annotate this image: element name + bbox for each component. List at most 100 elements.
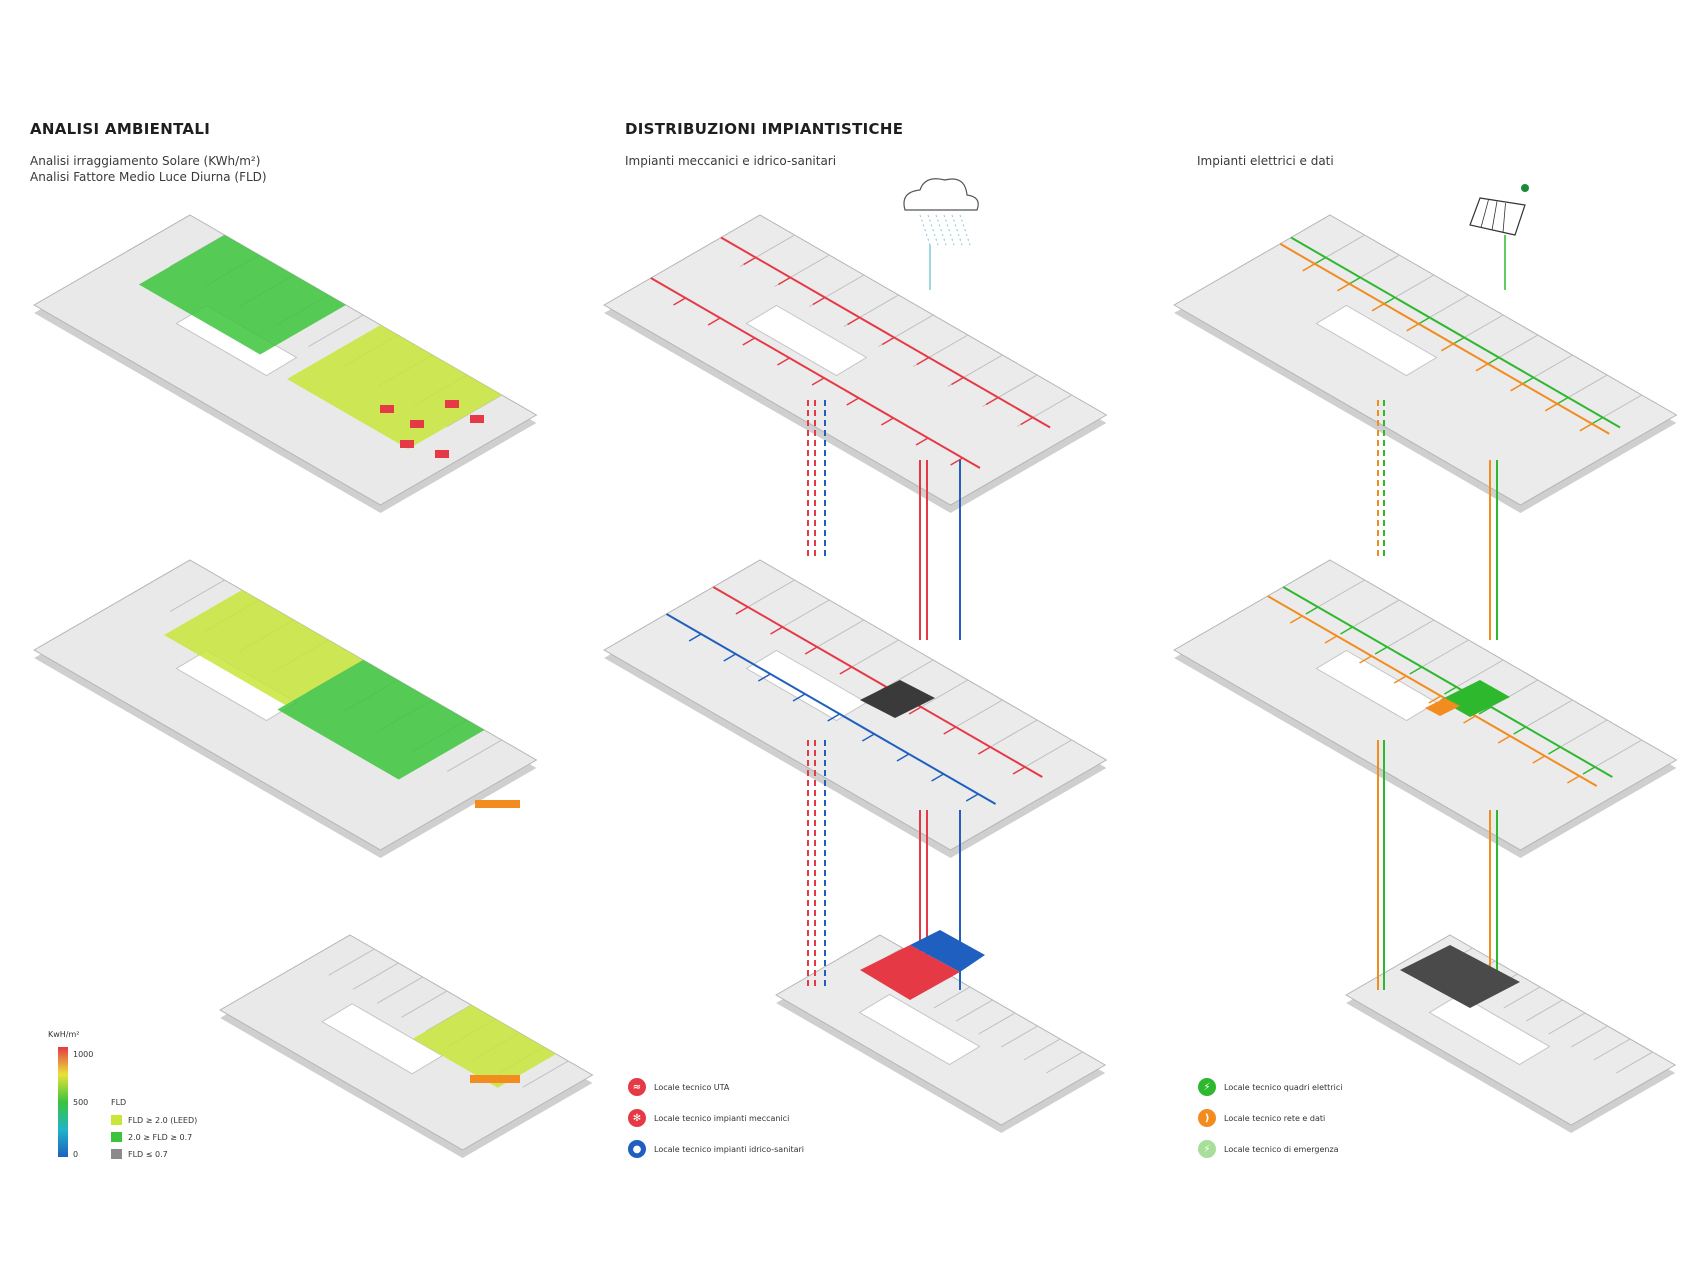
daylight-patch — [286, 325, 502, 449]
rain-drop — [943, 214, 955, 246]
daylight-patch — [412, 1005, 557, 1088]
rain-drop — [935, 214, 947, 246]
env-level-bottom-partition — [328, 948, 375, 976]
elec-level-top — [1173, 214, 1678, 513]
daylight-patch — [164, 590, 364, 705]
fld-label-mid: 2.0 ≥ FLD ≥ 0.7 — [128, 1132, 193, 1142]
duct-red — [712, 586, 1043, 778]
left-subtitle-fld: Analisi Fattore Medio Luce Diurna (FLD) — [30, 170, 267, 184]
env-level-top-partition — [308, 314, 364, 347]
mech-level-bottom-partition — [1000, 1025, 1038, 1048]
env-level-bottom — [219, 934, 594, 1158]
elec-level-bottom — [1345, 934, 1677, 1133]
cable-orange — [1279, 242, 1610, 435]
pipe-blue-branch — [723, 653, 737, 662]
cable-orange-branch — [1532, 755, 1546, 764]
cloud-icon — [903, 178, 979, 211]
mech-level-mid — [603, 559, 1108, 858]
fld-label-high: FLD ≥ 2.0 (LEED) — [128, 1115, 198, 1125]
signal-icon: ) — [1198, 1109, 1216, 1127]
pipe-blue-branch — [896, 753, 910, 762]
mech-level-mid-partition — [774, 599, 830, 632]
center-subtitle: Impianti meccanici e idrico-sanitari — [625, 154, 837, 168]
skylight-red — [445, 400, 459, 408]
cable-orange-branch — [1289, 615, 1303, 624]
env-level-bottom-partition — [377, 976, 423, 1004]
elec-level-bottom-partition — [1593, 1038, 1631, 1061]
tech-room-dark — [860, 680, 935, 718]
cable-green — [1282, 586, 1613, 778]
duct-red-branch — [950, 457, 964, 466]
pipe-blue-branch — [965, 793, 979, 802]
env-level-bottom-partition — [352, 962, 399, 990]
mech-level-mid-partition — [913, 679, 969, 712]
pipe-blue-branch — [931, 773, 944, 782]
duct-red-branch — [846, 397, 860, 406]
legend-emergency: ⚡ Locale tecnico di emergenza — [1198, 1140, 1339, 1158]
elec-level-mid-partition — [1309, 579, 1365, 612]
env-level-mid-partition — [446, 739, 503, 772]
env-level-mid-partition — [169, 579, 225, 612]
duct-red — [650, 277, 981, 469]
elec-level-mid-partition — [1448, 659, 1504, 692]
drop-icon: ● — [628, 1140, 646, 1158]
daylight-patch — [277, 660, 485, 780]
cable-green-branch — [1444, 686, 1457, 695]
cable-green-branch — [1305, 606, 1319, 615]
cable-orange-branch — [1544, 403, 1558, 412]
legend-uta: ≈ Locale tecnico UTA — [628, 1078, 729, 1096]
duct-red-branch — [777, 357, 790, 366]
mech-level-mid-partition — [843, 639, 899, 672]
scale-tick-mid: 500 — [73, 1098, 89, 1107]
duct-red-branch — [1012, 766, 1026, 775]
cable-orange-branch — [1510, 383, 1523, 392]
cable-orange-branch — [1463, 715, 1476, 724]
skylight-red — [400, 440, 414, 448]
env-level-bottom-partition — [522, 1060, 569, 1088]
mech-level-mid-partition — [982, 719, 1038, 752]
facade-strip — [470, 1075, 520, 1083]
duct-red-branch — [977, 746, 991, 755]
elec-level-mid-courtyard — [1315, 649, 1438, 722]
legend-emergency-label: Locale tecnico di emergenza — [1224, 1144, 1339, 1154]
cable-orange-branch — [1371, 303, 1385, 312]
cable-green-branch — [1340, 626, 1353, 635]
elec-level-bottom-partition — [1570, 1025, 1608, 1048]
elec-level-mid-partition — [1586, 739, 1643, 772]
cable-green-branch — [1478, 706, 1492, 715]
duct-red-branch — [951, 376, 964, 386]
duct-red-branch — [735, 606, 749, 615]
mech-level-bottom-partition — [978, 1012, 1016, 1035]
scale-tick-max: 1000 — [73, 1050, 94, 1059]
solar-panel-grid — [1502, 203, 1506, 233]
cable-orange-branch — [1324, 635, 1338, 644]
cable-green-branch — [1374, 646, 1388, 655]
solar-panel-grid — [1491, 201, 1498, 231]
env-level-top — [33, 214, 538, 513]
duct-red-branch — [1020, 416, 1034, 426]
cable-orange-branch — [1393, 675, 1407, 684]
tech-room-uta — [860, 945, 960, 1000]
snowflake-icon: ✻ — [628, 1109, 646, 1127]
cable-green — [1290, 236, 1621, 429]
duct-red-branch — [881, 336, 895, 346]
elec-level-mid-partition — [1413, 639, 1469, 672]
duct-red-branch — [847, 316, 860, 326]
cable-orange — [1267, 595, 1598, 787]
left-section-title: ANALISI AMBIENTALI — [30, 120, 211, 138]
fld-label-low: FLD ≤ 0.7 — [128, 1149, 168, 1159]
pipe-blue-branch — [792, 693, 806, 702]
elec-level-mid-partition — [1344, 599, 1400, 632]
elec-level-mid-partition — [1552, 719, 1608, 752]
cable-orange-branch — [1475, 363, 1489, 372]
duct-red-branch — [777, 276, 791, 286]
env-level-bottom-partition — [401, 990, 448, 1018]
elec-level-bottom-courtyard — [1428, 993, 1551, 1066]
fld-legend-title: FLD — [111, 1098, 127, 1107]
duct-red-branch — [985, 396, 999, 406]
cable-green-branch — [1409, 666, 1423, 675]
cable-green-branch — [1547, 746, 1561, 755]
solar-panel-icon — [1469, 197, 1526, 236]
bolt-icon: ⚡ — [1198, 1140, 1216, 1158]
